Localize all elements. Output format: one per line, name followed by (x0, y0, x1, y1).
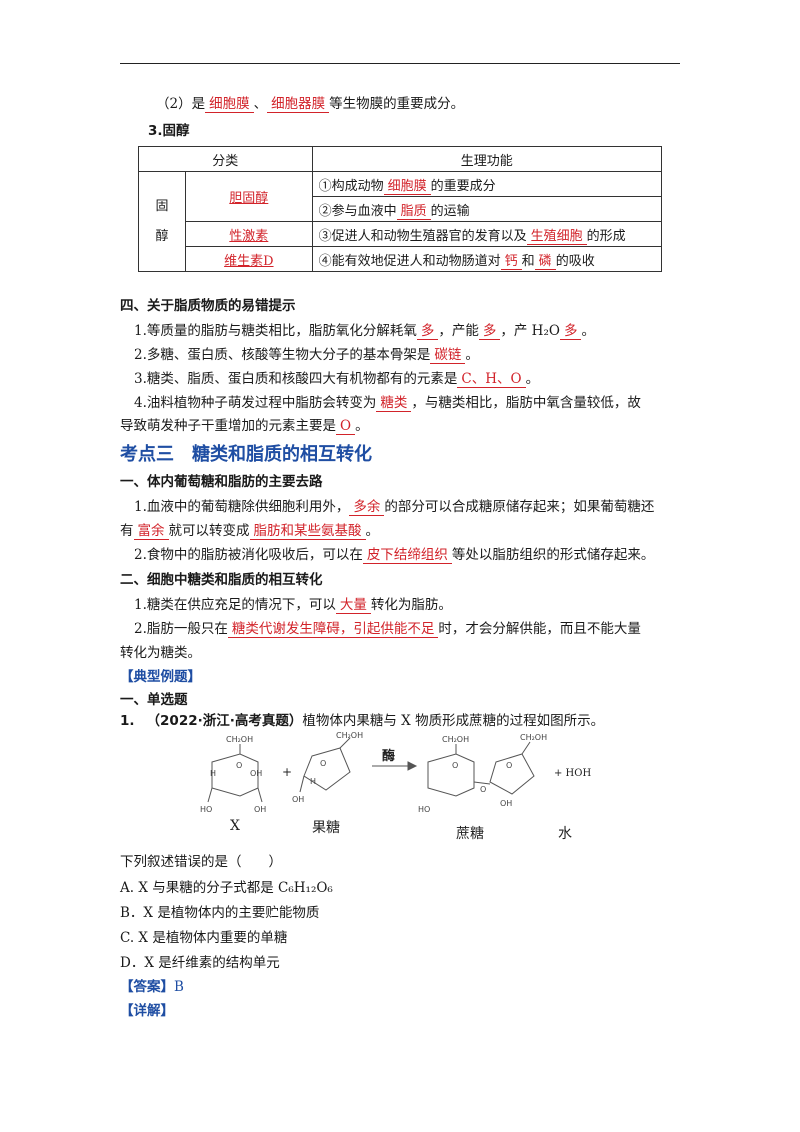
section4-p2: 2.多糖、蛋白质、核酸等生物大分子的基本骨架是碳链。 (134, 347, 479, 364)
table-cell-function: ③促进人和动物生殖器官的发育以及生殖细胞的形成 (311, 221, 663, 247)
label-ch2oh: CH₂OH (520, 733, 547, 742)
sectionB-p2-cont: 转化为糖类。 (120, 645, 201, 661)
bond-line (339, 737, 351, 749)
label-oh: OH (250, 769, 262, 778)
label-x: X (230, 818, 240, 834)
sectionA-p1-cont: 有富余就可以转变成脂肪和某些氨基酸。 (120, 523, 379, 540)
blank: 细胞器膜 (267, 96, 330, 113)
plus-sign: + (282, 765, 292, 779)
fructose-ring (303, 747, 351, 791)
glycosidic-bond (473, 781, 491, 785)
label-oh: OH (254, 805, 266, 814)
label-fructose: 果糖 (312, 820, 340, 836)
sectionA-p2: 2.食物中的脂肪被消化吸收后，可以在皮下结缔组织等处以脂肪组织的形式储存起来。 (134, 547, 655, 564)
label-o: O (320, 759, 326, 768)
label-o: O (236, 761, 242, 770)
sectionA-p1: 1.血液中的葡萄糖除供细胞利用外，多余的部分可以合成糖原储存起来；如果葡萄糖还 (134, 499, 655, 516)
col-header-function: 生理功能 (311, 146, 663, 172)
sucrose-glucose-ring (427, 753, 475, 797)
section4-p4: 4.油料植物种子萌发过程中脂肪会转变为糖类，与糖类相比，脂肪中氧含量较低，故 (134, 395, 641, 412)
label-oh: OH (292, 795, 304, 804)
option-a: A. X 与果糖的分子式都是 C₆H₁₂O₆ (120, 880, 333, 896)
answer-line: 【答案】B (120, 979, 184, 995)
blank: 细胞膜 (205, 96, 254, 113)
table-cell-function: ①构成动物细胞膜的重要成分 (311, 171, 663, 197)
sucrose-fructose-ring (489, 753, 535, 795)
label-h: H (310, 777, 316, 786)
table-cell-function: ④能有效地促进人和动物肠道对钙和磷的吸收 (311, 246, 663, 272)
water-formula: + HOH (554, 768, 591, 779)
sectionB-p2: 2.脂肪一般只在糖类代谢发生障碍，引起供能不足时，才会分解供能，而且不能大量 (134, 621, 641, 638)
question-type: 一、单选题 (120, 692, 188, 708)
bond-line (257, 787, 263, 803)
sectionA-heading: 一、体内葡萄糖和脂肪的主要去路 (120, 474, 323, 490)
enzyme-label: 酶 (382, 748, 395, 764)
label-o: O (452, 761, 458, 770)
table-cell-function: ②参与血液中脂质的运输 (311, 196, 663, 222)
reaction-arrowhead (407, 761, 418, 771)
label-ho: HO (200, 805, 212, 814)
option-d: D．X 是纤维素的结构单元 (120, 955, 280, 971)
table-cell-name: 胆固醇 (185, 171, 313, 222)
label-water: 水 (558, 826, 572, 842)
table-cell-name: 维生素D (185, 246, 313, 272)
label-ch2oh: CH₂OH (442, 735, 469, 744)
item2-line: （2）是细胞膜、细胞器膜等生物膜的重要成分。 (156, 96, 465, 113)
kaodian-heading: 考点三糖类和脂质的相互转化 (120, 444, 372, 465)
label-ch2oh: CH₂OH (336, 732, 363, 740)
sucrose-reaction-diagram: CH₂OH O H OH HO OH CH₂OH O H OH CH₂OH O … (200, 732, 591, 842)
detail-label: 【详解】 (120, 1003, 174, 1019)
label-ho: HO (418, 805, 430, 814)
label-o: O (480, 785, 486, 794)
bond-line (521, 741, 531, 755)
row-header-text: 固醇 (155, 198, 169, 244)
sectionB-heading: 二、细胞中糖类和脂质的相互转化 (120, 572, 323, 588)
sterol-table: 分类 生理功能 固醇 胆固醇 ①构成动物细胞膜的重要成分 ②参与血液中脂质的运输… (138, 146, 663, 272)
label-o: O (506, 761, 512, 770)
option-c: C. X 是植物体内重要的单糖 (120, 930, 288, 946)
example-tag: 【典型例题】 (120, 669, 201, 685)
question-line: 1.（2022·浙江·高考真题）植物体内果糖与 X 物质形成蔗糖的过程如图所示。 (120, 713, 605, 729)
bond-line (299, 775, 305, 793)
label-ch2oh: CH₂OH (226, 735, 253, 744)
option-b: B．X 是植物体内的主要贮能物质 (120, 905, 320, 921)
col-header-class: 分类 (138, 146, 313, 172)
sectionB-p1: 1.糖类在供应充足的情况下，可以大量转化为脂肪。 (134, 597, 452, 614)
row-header-sterol: 固醇 (138, 171, 186, 272)
label-sucrose: 蔗糖 (456, 826, 484, 842)
bond-line (207, 787, 213, 803)
label-h: H (210, 769, 216, 778)
section4-heading: 四、关于脂质物质的易错提示 (120, 298, 296, 314)
sterol-heading: 3.固醇 (148, 123, 190, 139)
question-stem: 下列叙述错误的是（ ） (120, 854, 282, 870)
label-oh: OH (500, 799, 512, 808)
header-rule (120, 63, 680, 64)
table-cell-name: 性激素 (185, 221, 313, 247)
